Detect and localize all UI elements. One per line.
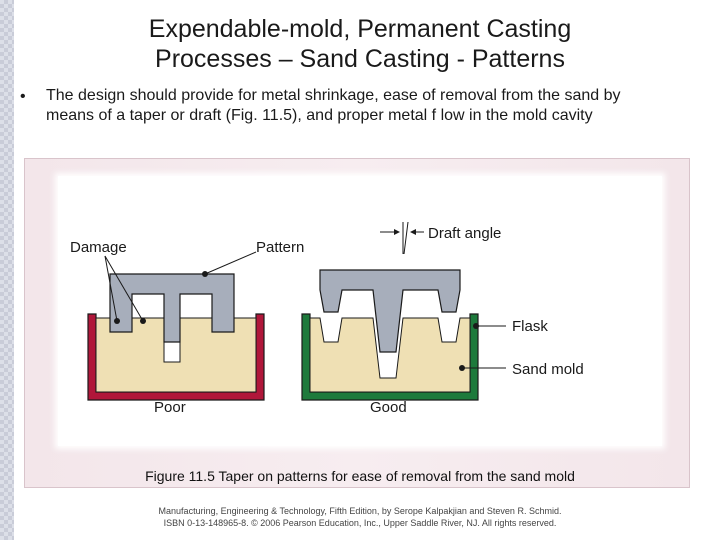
poor-mold xyxy=(87,273,265,401)
label-damage: Damage xyxy=(70,239,127,256)
pattern-dot xyxy=(202,271,208,277)
leader-dots xyxy=(114,229,479,371)
label-poor: Poor xyxy=(154,399,186,416)
decorative-left-strip xyxy=(0,0,14,540)
label-pattern: Pattern xyxy=(256,239,304,256)
draft-arrowhead-right xyxy=(410,229,416,235)
figure-panel xyxy=(58,176,662,446)
draft-tick-2 xyxy=(403,221,409,255)
bullet-marker: • xyxy=(20,88,26,105)
slide-title-line2: Processes – Sand Casting - Patterns xyxy=(155,45,565,73)
footer-line1: Manufacturing, Engineering & Technology,… xyxy=(158,506,562,516)
damage-leader-2 xyxy=(104,255,144,322)
slide-footer: Manufacturing, Engineering & Technology,… xyxy=(40,505,680,529)
label-good: Good xyxy=(370,399,407,416)
flask-dot xyxy=(473,323,479,329)
label-draft-angle: Draft angle xyxy=(428,225,501,242)
pattern-leader xyxy=(204,251,257,275)
good-mold xyxy=(301,269,479,401)
footer-line2: ISBN 0-13-148965-8. © 2006 Pearson Educa… xyxy=(163,518,557,528)
good-pattern xyxy=(319,269,461,353)
draft-arrowhead-left xyxy=(394,229,400,235)
figure-caption: Figure 11.5 Taper on patterns for ease o… xyxy=(145,468,575,484)
bullet-text: The design should provide for metal shri… xyxy=(46,87,621,124)
label-sand-mold: Sand mold xyxy=(512,361,584,378)
damage-dot-2 xyxy=(140,318,146,324)
slide-title-line1: Expendable-mold, Permanent Casting xyxy=(148,15,572,43)
good-sand xyxy=(309,317,471,393)
damage-dot-1 xyxy=(114,318,120,324)
poor-pattern xyxy=(109,273,235,343)
slide-title: Expendable-mold, Permanent Casting Proce… xyxy=(60,14,660,74)
sand-dot xyxy=(459,365,465,371)
label-flask: Flask xyxy=(512,318,548,335)
damage-leader-1 xyxy=(104,255,118,322)
leader-lines xyxy=(104,221,506,369)
